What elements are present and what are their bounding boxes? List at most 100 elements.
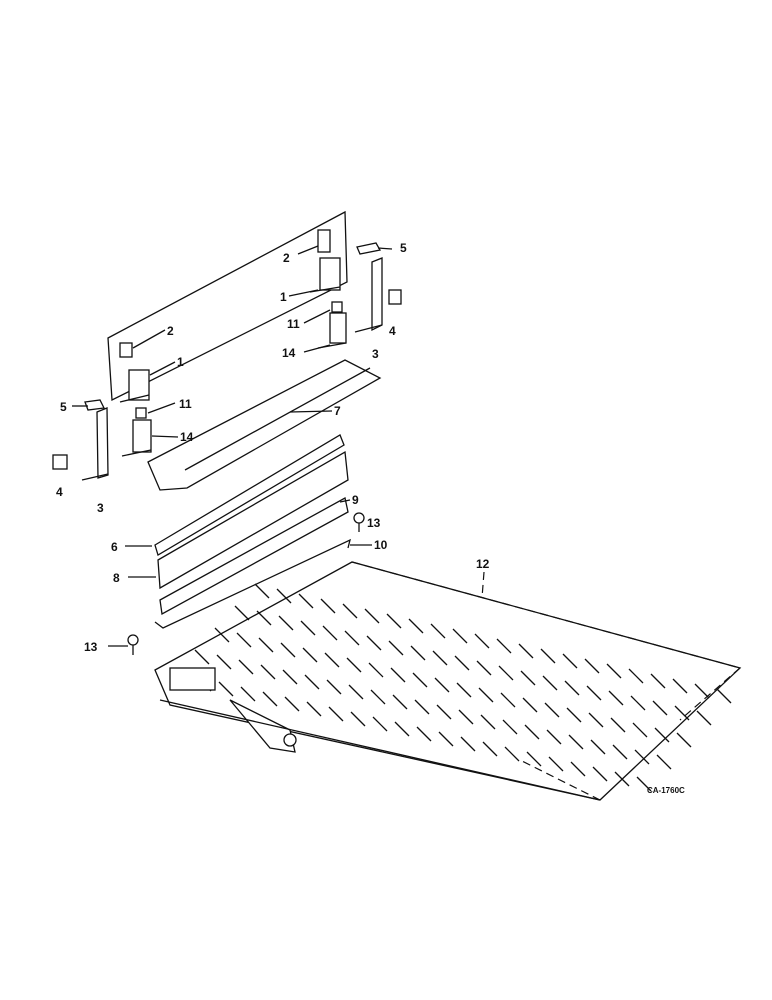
sieve-slat <box>394 721 410 737</box>
sieve-slat <box>350 711 366 727</box>
bracket-1-right <box>309 257 341 293</box>
sieve-slat <box>526 751 542 767</box>
bolt-13-right <box>353 512 365 532</box>
sieve-slat <box>562 653 578 669</box>
sieve-slat <box>436 704 452 720</box>
sieve-slat <box>606 663 622 679</box>
sieve-slat <box>262 691 278 707</box>
callout-13: 13 <box>84 640 98 654</box>
sieve-slat <box>540 648 556 664</box>
sieve-slat <box>588 712 604 728</box>
sieve-slat <box>502 719 518 735</box>
bracket-3-right <box>354 242 383 333</box>
callout-7: 7 <box>334 404 341 418</box>
sieve-slat <box>632 722 648 738</box>
strip-8 <box>157 450 349 590</box>
sieve-slat <box>452 628 468 644</box>
sieve-slat <box>328 706 344 722</box>
back-panel <box>107 210 348 402</box>
callout-12: 12 <box>476 557 490 571</box>
callout-3: 3 <box>372 347 379 361</box>
leader-lines <box>72 245 485 647</box>
callout-2: 2 <box>167 324 174 338</box>
sieve-slat <box>520 670 536 686</box>
sieve-slat <box>344 630 360 646</box>
nut-11-left <box>135 407 147 419</box>
sieve-slat <box>306 701 322 717</box>
callout-9: 9 <box>352 493 359 507</box>
sieve-slat <box>234 605 250 621</box>
sieve-slat <box>474 633 490 649</box>
sieve-slat <box>672 678 688 694</box>
sieve-slat <box>696 710 712 726</box>
sieve-slat <box>280 642 296 658</box>
clip-4-left <box>52 454 68 470</box>
sieve-slat <box>522 697 538 713</box>
sieve-slat <box>592 766 608 782</box>
sieve-slat <box>432 650 448 666</box>
sieve-slat <box>454 655 470 671</box>
sieve-slat <box>630 695 646 711</box>
sieve-slat <box>460 736 476 752</box>
sieve-slat <box>214 627 230 643</box>
callout-4: 4 <box>389 324 396 338</box>
sieve-slat <box>298 593 314 609</box>
sieve-slat <box>194 649 210 665</box>
sieve-slat <box>278 615 294 631</box>
callout-13: 13 <box>367 516 381 530</box>
sieve-slat <box>654 727 670 743</box>
sieve-slat <box>412 672 428 688</box>
sieve-slat <box>634 749 650 765</box>
sieve-slat <box>366 635 382 651</box>
sieve-slat <box>652 700 668 716</box>
sieve-slat <box>656 754 672 770</box>
sieve-slat <box>694 683 710 699</box>
strip-6 <box>154 434 345 556</box>
callout-8: 8 <box>113 571 120 585</box>
sieve-slat <box>390 667 406 683</box>
sieve-slat <box>524 724 540 740</box>
sieve-slat <box>676 732 692 748</box>
bolt-13-left <box>127 634 139 655</box>
callout-5: 5 <box>60 400 67 414</box>
sieve-slat <box>326 679 342 695</box>
sieve-slat <box>586 685 602 701</box>
callout-11: 11 <box>179 397 192 411</box>
callout-14: 14 <box>180 430 194 444</box>
sieve-slat <box>364 608 380 624</box>
callout-2: 2 <box>283 251 290 265</box>
sieve-slat <box>240 686 256 702</box>
sieve-slat <box>542 675 558 691</box>
sieve-slat <box>650 673 666 689</box>
sieve-slat <box>456 682 472 698</box>
sieve-slat <box>610 717 626 733</box>
sieve-slat <box>546 729 562 745</box>
sieve-slat <box>608 690 624 706</box>
sieve-slat <box>302 647 318 663</box>
sieve-slat <box>276 588 292 604</box>
sieve-slat <box>504 746 520 762</box>
sieve-slat <box>304 674 320 690</box>
callout-labels: 2 1 2 1 5 4 3 11 14 5 11 14 7 4 3 9 13 6… <box>56 241 685 795</box>
sieve-slat <box>348 684 364 700</box>
sieve-slat <box>386 613 402 629</box>
callout-3: 3 <box>97 501 104 515</box>
sieve-slat <box>716 688 732 704</box>
callout-6: 6 <box>111 540 118 554</box>
sieve-slat <box>392 694 408 710</box>
callout-1: 1 <box>280 290 287 304</box>
sieve-12 <box>154 561 742 801</box>
sieve-slat <box>216 654 232 670</box>
sieve-slat <box>518 643 534 659</box>
plate-2 <box>119 342 133 358</box>
callout-11: 11 <box>287 317 300 331</box>
angle-7 <box>147 359 382 491</box>
sieve-slat <box>612 744 628 760</box>
callout-5: 5 <box>400 241 407 255</box>
sieve-slat <box>500 692 516 708</box>
callout-4: 4 <box>56 485 63 499</box>
sieve-slat <box>674 705 690 721</box>
sieve-slat <box>458 709 474 725</box>
sieve-slat <box>254 583 270 599</box>
